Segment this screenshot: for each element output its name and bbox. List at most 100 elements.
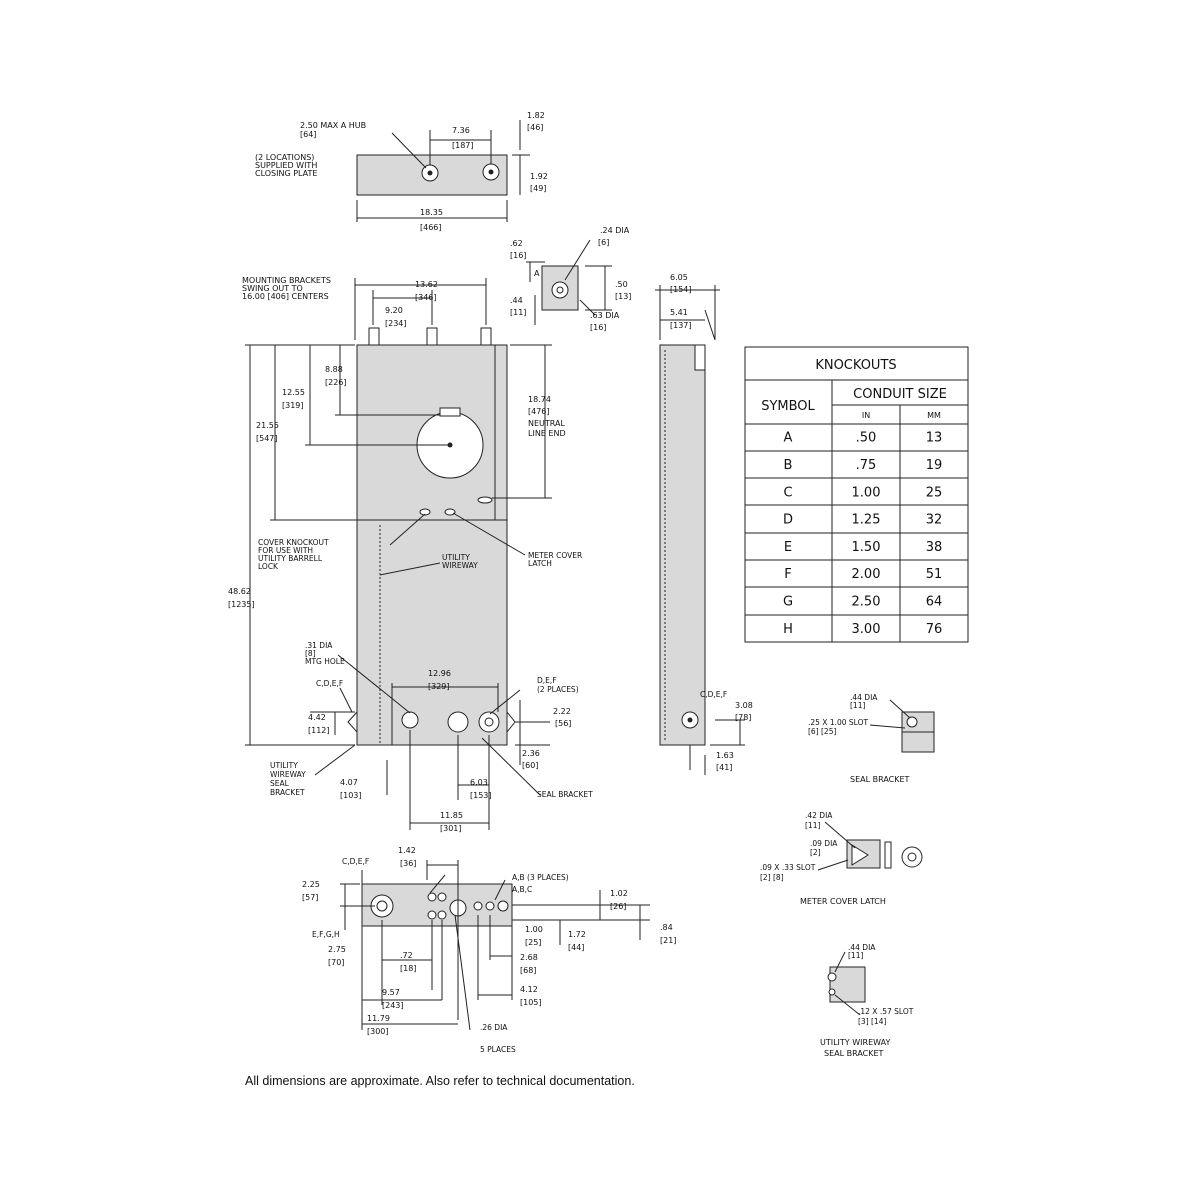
cover-knockout-4: LOCK [258,562,279,571]
dim-44: .44 [510,296,523,305]
table-cell-symbol: H [783,622,793,637]
dia-63-mm: [16] [590,323,606,332]
table-cell-in: 1.00 [852,485,881,500]
latch-caption: METER COVER LATCH [800,897,886,906]
dim-275: 2.75 [328,945,346,954]
bottom-cdef: C,D,E,F [342,857,369,866]
useal-slot-mm: [3] [14] [858,1017,886,1026]
bracket-note-2: SWING OUT TO [242,284,303,293]
seal-dia: .44 DIA [850,693,878,702]
table-cell-mm: 25 [926,485,943,500]
seal-slot: .25 X 1.00 SLOT [808,718,868,727]
dim-1874-mm: [476] [528,407,550,416]
dim-957-mm: [243] [382,1001,404,1010]
bracket-note-3: 16.00 [406] CENTERS [242,292,329,301]
dim-442-mm: [112] [308,726,330,735]
dim-182: 1.82 [527,111,545,120]
table-title: KNOCKOUTS [815,358,896,373]
dim-407-mm: [103] [340,791,362,800]
table-cell-symbol: C [783,485,792,500]
dim-268: 2.68 [520,953,538,962]
conduit-header: CONDUIT SIZE [853,387,947,402]
dim-236-mm: [60] [522,761,538,770]
latch-dia-42: .42 DIA [805,811,833,820]
dim-1296: 12.96 [428,669,451,678]
dim-1185-mm: [301] [440,824,462,833]
side-view [655,285,745,775]
dim-868-mm: [226] [325,378,347,387]
dim-163: 1.63 [716,751,734,760]
table-cell-symbol: F [784,567,791,582]
dim-225: 2.25 [302,880,320,889]
dim-736-mm: [187] [452,141,474,150]
symbol-header: SYMBOL [761,399,815,414]
knockouts-table [744,346,969,643]
dim-222-mm: [56] [555,719,571,728]
table-cell-in: 2.50 [852,595,881,610]
front-knockout-2 [447,711,469,733]
dim-84: .84 [660,923,673,932]
useal-dia-mm: [11] [848,951,863,960]
latch-slot: .09 X .33 SLOT [760,863,816,872]
dia-31-mm: [8] [305,649,316,658]
table-cell-in: 3.00 [852,622,881,637]
hub-label-mm: [64] [300,130,316,139]
table-cell-mm: 32 [926,513,943,528]
dim-1179: 11.79 [367,1014,390,1023]
dim-1362-mm: [346] [415,293,437,302]
locations-note-2: SUPPLIED WITH [255,161,317,170]
dim-1296-mm: [329] [428,682,450,691]
table-cell-in: .50 [856,431,877,446]
useal-caption-2: SEAL BRACKET [824,1049,884,1058]
dim-62-mm: [16] [510,251,526,260]
seal-caption: SEAL BRACKET [850,775,910,784]
dia-63: .63 DIA [590,311,620,320]
dim-172: 1.72 [568,930,586,939]
neutral-label-2: LINE END [528,429,566,438]
dim-868: 8.88 [325,365,343,374]
dim-268-mm: [68] [520,966,536,975]
dim-275-mm: [70] [328,958,344,967]
dim-102: 1.02 [610,889,628,898]
latch-dia-09-mm: [2] [810,848,821,857]
useal-caption-1: UTILITY WIREWAY [820,1038,890,1047]
dim-84-mm: [21] [660,936,676,945]
dim-308: 3.08 [735,701,753,710]
table-cell-symbol: A [784,431,793,446]
dim-920: 9.20 [385,306,403,315]
table-cell-symbol: D [783,513,793,528]
dim-1835: 18.35 [420,208,443,217]
table-cell-mm: 13 [926,431,943,446]
front-view-body [356,344,508,746]
dim-225-mm: [57] [302,893,318,902]
dim-142: 1.42 [398,846,416,855]
seal-bracket-detail [869,699,935,753]
efgh: E,F,G,H [312,930,340,939]
seal-bracket-right: SEAL BRACKET [537,790,593,799]
table-cell-in: .75 [856,458,877,473]
seal-dia-mm: [11] [850,701,865,710]
front-view [245,278,552,830]
table-cell-symbol: G [783,595,793,610]
places-5: 5 PLACES [480,1045,516,1054]
dim-2155: 21.55 [256,421,279,430]
table-cell-mm: 76 [926,622,943,637]
mm-header: MM [927,411,941,420]
dim-4862-mm: [1235] [228,600,255,609]
dim-72: .72 [400,951,413,960]
dim-100-mm: [25] [525,938,541,947]
dim-412-mm: [105] [520,998,542,1007]
meter-cover-latch-detail [817,821,923,871]
mtg-hole: MTG HOLE [305,657,345,666]
dim-920-mm: [234] [385,319,407,328]
latch-dia-42-mm: [11] [805,821,820,830]
dim-50: .50 [615,280,628,289]
dia-24-mm: [6] [598,238,609,247]
utility-wireway-1: UTILITY [442,553,470,562]
useal-slot: .12 X .57 SLOT [858,1007,914,1016]
ab-places: A,B (3 PLACES) [512,873,569,882]
dim-62: .62 [510,239,523,248]
neutral-label-1: NEUTRAL [528,419,565,428]
